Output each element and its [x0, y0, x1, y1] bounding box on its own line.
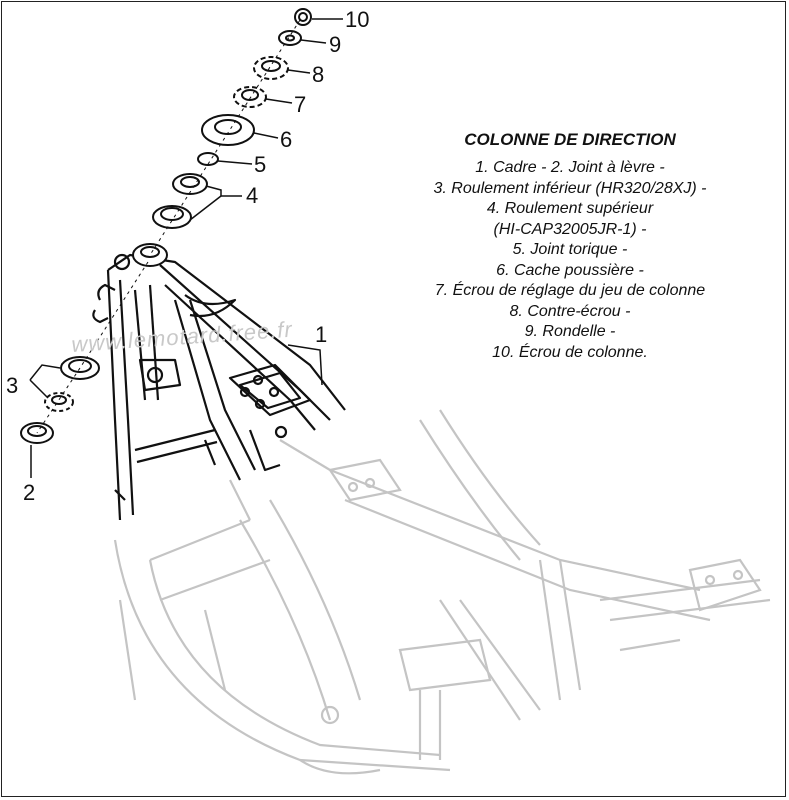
callout-1: 1 [315, 322, 327, 347]
legend-line: 1. Cadre - 2. Joint à lèvre - [475, 159, 665, 176]
legend-line: 5. Joint torique - [512, 241, 628, 258]
legend-line: 4. Roulement supérieur [486, 200, 654, 217]
callout-leaders [29, 18, 343, 478]
part-4-upper-bearing [152, 173, 208, 229]
legend: COLONNE DE DIRECTION 1. Cadre - 2. Joint… [370, 130, 770, 363]
part-5-o-ring [197, 152, 219, 166]
legend-line: 7. Écrou de réglage du jeu de colonne [434, 282, 706, 299]
callout-5: 5 [254, 152, 266, 177]
legend-line: 3. Roulement inférieur (HR320/28XJ) - [433, 179, 707, 197]
callout-3: 3 [6, 373, 18, 398]
steering-head-tube [132, 243, 168, 267]
part-7-adjusting-nut [233, 86, 267, 108]
legend-title: COLONNE DE DIRECTION [464, 130, 676, 149]
legend-line: 9. Rondelle - [524, 323, 616, 340]
assembly-axis [36, 19, 301, 434]
callout-6: 6 [280, 127, 292, 152]
part-8-lock-nut [253, 56, 289, 80]
part-9-washer [278, 30, 302, 46]
part-6-dust-cover [201, 114, 255, 146]
motorcycle-frame-rear [113, 409, 771, 775]
callout-7: 7 [294, 92, 306, 117]
callout-2: 2 [23, 480, 35, 505]
callout-4: 4 [246, 183, 258, 208]
legend-line: 8. Contre-écrou - [509, 302, 631, 320]
legend-line: 10. Écrou de colonne. [492, 343, 648, 361]
legend-line: 6. Cache poussière - [496, 261, 644, 279]
part-3-lower-bearing [44, 356, 100, 412]
callout-9: 9 [329, 32, 341, 57]
legend-line: (HI-CAP32005JR-1) - [493, 220, 647, 238]
callout-numbers: 10 9 8 7 6 5 4 1 3 2 [6, 7, 369, 505]
motorcycle-frame-front [92, 253, 346, 521]
part-10-steering-nut [294, 8, 312, 26]
callout-10: 10 [345, 7, 369, 32]
callout-8: 8 [312, 62, 324, 87]
